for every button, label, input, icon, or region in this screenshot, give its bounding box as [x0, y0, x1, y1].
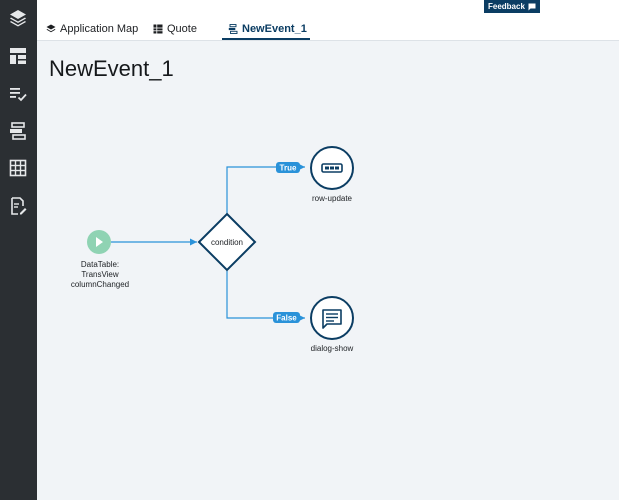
svg-text:False: False — [276, 314, 297, 323]
page-title: NewEvent_1 — [49, 56, 174, 81]
dialog-show-node[interactable]: dialog-show — [310, 296, 354, 353]
table-icon[interactable] — [8, 158, 28, 178]
tab-label: Application Map — [60, 23, 139, 35]
tab-newevent-1[interactable]: NewEvent_1 — [228, 20, 307, 38]
table-icon — [153, 24, 163, 34]
chat-icon — [528, 3, 536, 10]
flow-canvas: condition True False row-update dialog-s… — [87, 146, 354, 353]
edit-document-icon[interactable] — [8, 196, 28, 216]
tab-quote[interactable]: Quote — [153, 20, 197, 38]
tab-label: NewEvent_1 — [242, 23, 307, 35]
message-icon — [322, 309, 342, 329]
checklist-icon[interactable] — [8, 84, 28, 104]
dialog-show-label: dialog-show — [311, 344, 354, 353]
tab-application-map[interactable]: Application Map — [46, 20, 138, 38]
connector-true — [226, 163, 305, 214]
start-node-label: DataTable: TransView columnChanged — [70, 260, 130, 289]
condition-label: condition — [211, 238, 243, 247]
active-tab-indicator — [222, 38, 310, 40]
tab-label: Quote — [167, 23, 197, 35]
feedback-label: Feedback — [488, 2, 525, 11]
workflow-icon[interactable] — [8, 121, 28, 141]
row-icon — [321, 163, 343, 173]
row-update-node[interactable]: row-update — [310, 146, 354, 203]
dashboard-layout-icon[interactable] — [8, 46, 28, 66]
connector-false — [226, 271, 305, 322]
row-update-label: row-update — [312, 194, 353, 203]
layers-icon — [46, 24, 56, 33]
condition-node[interactable]: condition — [197, 212, 257, 272]
false-badge: False — [273, 312, 300, 323]
svg-text:True: True — [280, 164, 297, 173]
workflow-icon — [228, 24, 238, 34]
start-node[interactable] — [87, 230, 111, 254]
play-icon — [96, 237, 103, 247]
feedback-button[interactable]: Feedback — [484, 0, 540, 13]
true-badge: True — [276, 162, 300, 173]
layers-icon[interactable] — [8, 8, 28, 28]
sidebar — [0, 0, 37, 500]
